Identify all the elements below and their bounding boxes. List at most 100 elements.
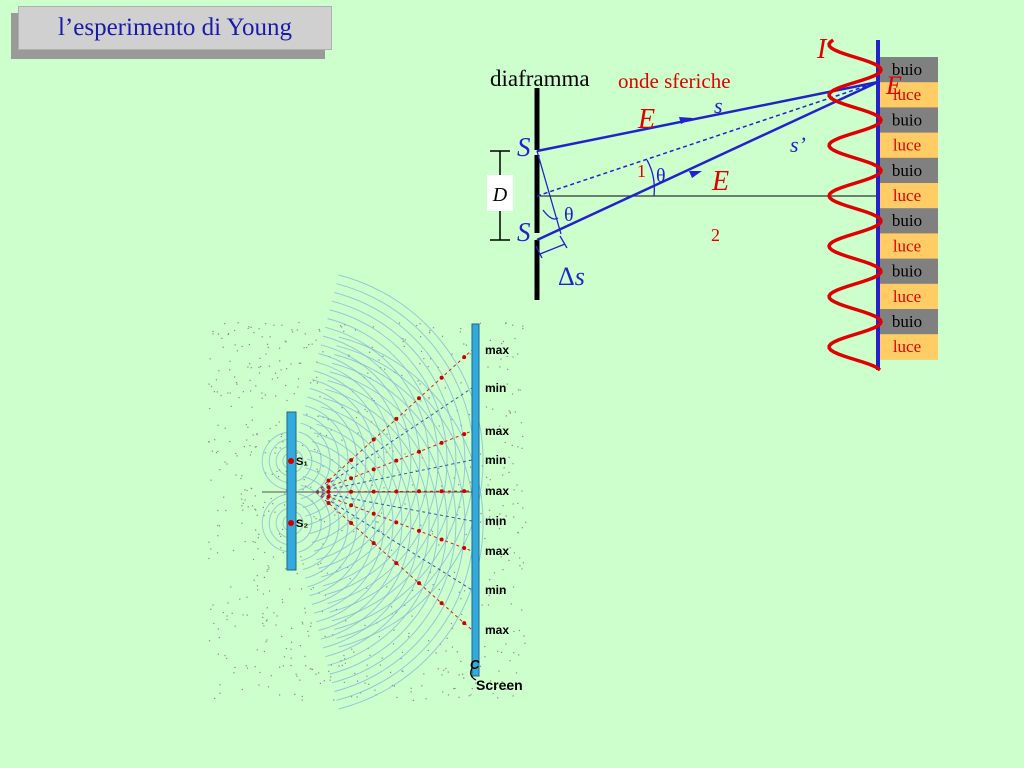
speckle (514, 338, 516, 340)
speckle (244, 540, 246, 543)
path-difference-perpendicular (536, 150, 562, 235)
band-label-buio: buio (892, 110, 922, 129)
speckle (356, 696, 358, 698)
angle-arc-center (646, 159, 655, 197)
speckle (393, 629, 395, 631)
speckle (319, 682, 321, 684)
speckle (249, 379, 251, 381)
speckle (380, 531, 383, 533)
speckle (511, 444, 513, 446)
speckle (264, 501, 266, 503)
speckle (517, 446, 519, 448)
speckle (302, 563, 304, 565)
speckle (209, 407, 211, 410)
constructive-point (349, 476, 354, 481)
speckle (212, 333, 214, 335)
speckle (263, 625, 265, 627)
speckle (451, 627, 454, 629)
speckle (488, 353, 490, 355)
speckle (416, 324, 418, 327)
speckle (343, 681, 345, 683)
speckle (401, 374, 403, 376)
speckle (237, 322, 239, 324)
speckle (283, 504, 286, 506)
speckle (404, 414, 406, 416)
speckle (501, 681, 503, 683)
speckle (319, 330, 321, 332)
speckle (229, 392, 231, 394)
speckle (339, 466, 341, 469)
speckle (412, 589, 414, 591)
speckle (487, 484, 489, 486)
speckle (506, 688, 508, 690)
speckle (522, 325, 524, 327)
speckle (259, 357, 261, 359)
speckle (264, 452, 266, 454)
speckle (301, 695, 303, 697)
speckle (268, 567, 270, 569)
speckle (402, 341, 404, 343)
speckle (251, 406, 253, 408)
speckle (341, 326, 343, 328)
speckle (397, 506, 399, 509)
speckle (460, 598, 462, 600)
speckle (264, 394, 266, 396)
speckle (450, 622, 452, 625)
speckle (279, 360, 281, 362)
wavefront-arc (322, 397, 421, 649)
speckle (306, 413, 308, 415)
field-label-ray2: E (711, 166, 729, 197)
screen-mark-min: min (485, 453, 506, 467)
speckle (378, 636, 380, 638)
speckle (500, 358, 502, 360)
speckle (508, 456, 510, 458)
speckle (240, 493, 242, 495)
speckle (421, 457, 423, 459)
speckle (265, 353, 267, 355)
speckle (408, 632, 410, 634)
delta-s-bracket-b (559, 235, 568, 249)
speckle (468, 695, 470, 697)
delta-s-bracket-a (535, 245, 543, 259)
speckle (324, 594, 326, 596)
speckle (367, 372, 369, 374)
band-label-buio: buio (892, 312, 922, 331)
speckle (255, 529, 257, 531)
speckle (252, 541, 254, 543)
speckle (265, 472, 267, 474)
speckle (211, 385, 213, 388)
speckle (252, 558, 255, 561)
speckle (227, 333, 229, 336)
speckle (525, 521, 527, 523)
speckle (251, 419, 253, 421)
slide-title: l’esperimento di Young (18, 6, 332, 50)
speckle (322, 351, 324, 353)
speckle (379, 664, 381, 666)
speckle (265, 323, 267, 325)
speckle (479, 453, 482, 455)
wavefront-arc (311, 441, 376, 605)
speckle (437, 668, 439, 670)
speckle (274, 372, 277, 374)
speckle (217, 333, 220, 335)
speckle (411, 615, 413, 617)
speckle (484, 646, 486, 648)
speckle (495, 687, 497, 689)
speckle (502, 340, 504, 343)
constructive-point (439, 489, 444, 494)
speckle (245, 424, 247, 426)
speckle (235, 452, 237, 455)
ray-1 (536, 80, 879, 153)
speckle (334, 514, 336, 516)
speckle (423, 673, 425, 675)
speckle (315, 673, 317, 675)
speckle (276, 470, 278, 472)
speckle (219, 692, 221, 694)
speckle (310, 588, 312, 590)
speckle (453, 688, 455, 690)
speckle (488, 594, 490, 597)
constructive-point (326, 494, 331, 499)
speckle (242, 509, 244, 511)
speckle (343, 655, 345, 657)
speckle (298, 378, 300, 380)
